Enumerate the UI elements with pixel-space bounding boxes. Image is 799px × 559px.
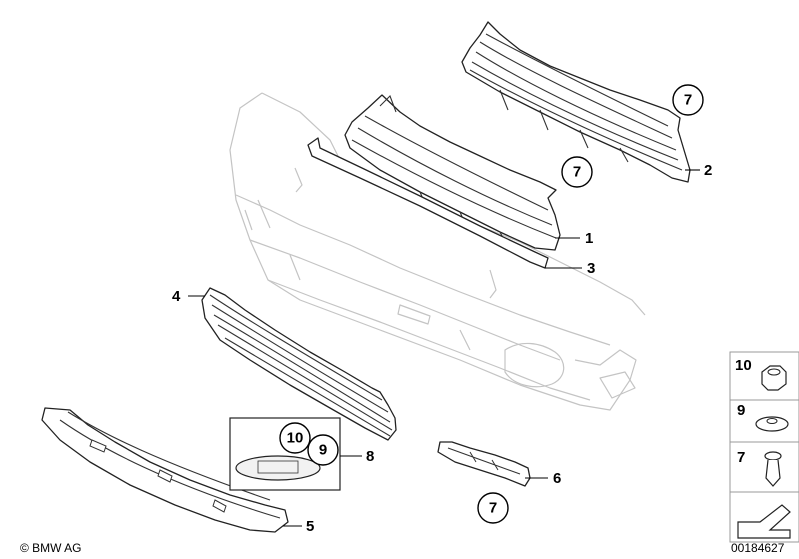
grille-carrier-part xyxy=(344,94,561,251)
diagram-number: 00184627 xyxy=(731,541,785,555)
clip-fastener-icon xyxy=(764,451,782,487)
washer-icon xyxy=(755,416,789,432)
copyright-label: © BMW AG xyxy=(20,541,82,555)
callout-10-badge: 10 xyxy=(279,422,311,454)
callout-7-grille: 7 xyxy=(672,84,704,116)
callout-9-badge: 9 xyxy=(307,434,339,466)
svg-text:10: 10 xyxy=(287,430,304,447)
upper-grille-part xyxy=(461,21,691,183)
legend-label-10: 10 xyxy=(735,357,752,374)
label-part-5: 5 xyxy=(306,518,314,535)
callout-7-bracket: 7 xyxy=(477,492,509,524)
leader-lines xyxy=(188,169,700,527)
label-part-2: 2 xyxy=(704,162,712,179)
label-part-3: 3 xyxy=(587,260,595,277)
legend-label-7: 7 xyxy=(737,449,745,466)
label-part-8: 8 xyxy=(366,448,374,465)
lower-grille-part xyxy=(201,287,397,441)
bumper-shell-outline xyxy=(229,92,646,411)
direction-arrow-icon xyxy=(737,504,791,539)
fastener-legend: 10 9 7 xyxy=(729,351,799,543)
label-part-6: 6 xyxy=(553,470,561,487)
hex-nut-icon xyxy=(761,365,787,391)
lower-trim-part xyxy=(41,407,289,533)
bracket-part xyxy=(437,441,531,487)
svg-text:9: 9 xyxy=(319,442,327,459)
svg-text:7: 7 xyxy=(684,92,692,109)
label-part-4: 4 xyxy=(172,288,181,305)
callout-7-carrier: 7 xyxy=(561,156,593,188)
svg-text:7: 7 xyxy=(573,164,581,181)
label-part-1: 1 xyxy=(585,230,593,247)
svg-text:7: 7 xyxy=(489,500,497,517)
legend-label-9: 9 xyxy=(737,402,745,419)
